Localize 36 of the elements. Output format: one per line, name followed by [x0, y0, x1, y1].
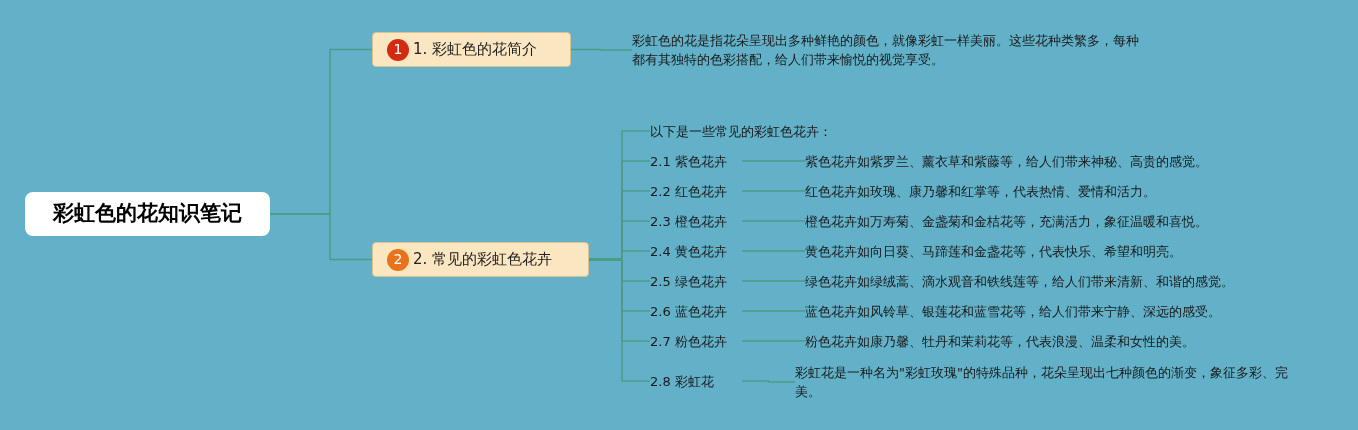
- connector-line: [570, 48, 633, 51]
- connector-line: [269, 213, 373, 261]
- connector-line: [741, 160, 806, 162]
- connector-line: [588, 258, 651, 382]
- connector-line: [741, 340, 806, 342]
- description-text: 蓝色花卉如风铃草、银莲花和蓝雪花等，给人们带来宁静、深远的感受。: [805, 300, 1325, 322]
- connector-line: [741, 380, 796, 383]
- topic-label: 2. 常见的彩虹色花卉: [413, 249, 553, 271]
- connector-line: [741, 310, 806, 312]
- description-text: 粉色花卉如康乃馨、牡丹和茉莉花等，代表浪漫、温柔和女性的美。: [805, 330, 1325, 352]
- subtopic-text: 2.1 紫色花卉: [650, 150, 742, 172]
- connector-line: [741, 220, 806, 222]
- root-topic-box: 彩虹色的花知识笔记: [25, 192, 270, 236]
- description-text: 绿色花卉如绿绒蒿、滴水观音和铁线莲等，给人们带来清新、和谐的感觉。: [805, 270, 1325, 292]
- number-badge: 2: [387, 248, 409, 271]
- topic-box: [372, 242, 589, 277]
- subtopic-text: 2.5 绿色花卉: [650, 270, 742, 292]
- subtopic-text: 2.2 红色花卉: [650, 180, 742, 202]
- topic-label: 1. 彩虹色的花简介: [413, 39, 538, 61]
- subtopic-text: 2.7 粉色花卉: [650, 330, 742, 352]
- description-text: 彩虹花是一种名为"彩虹玫瑰"的特殊品种，花朵呈现出七种颜色的渐变，象征多彩、完美。: [795, 362, 1295, 402]
- description-text: 紫色花卉如紫罗兰、薰衣草和紫藤等，给人们带来神秘、高贵的感觉。: [805, 150, 1325, 172]
- topic-box: [372, 32, 571, 67]
- subtopic-text: 2.6 蓝色花卉: [650, 300, 742, 322]
- connector-line: [741, 280, 806, 282]
- connector-line: [741, 250, 806, 252]
- subtopic-text: 2.8 彩虹花: [650, 370, 742, 392]
- description-text: 橙色花卉如万寿菊、金盏菊和金桔花等，充满活力，象征温暖和喜悦。: [805, 210, 1325, 232]
- connector-line: [741, 190, 806, 192]
- subtopic-text: 2.4 黄色花卉: [650, 240, 742, 262]
- description-text: 彩虹色的花是指花朵呈现出多种鲜艳的颜色，就像彩虹一样美丽。这些花种类繁多，每种都有其独特的色彩搭配，给人们带来愉悦的视觉享受。: [632, 30, 1142, 70]
- number-badge: 1: [387, 38, 409, 61]
- subtopic-text: 以下是一些常见的彩虹色花卉：: [650, 120, 880, 142]
- description-text: 黄色花卉如向日葵、马蹄莲和金盏花等，代表快乐、希望和明亮。: [805, 240, 1325, 262]
- description-text: 红色花卉如玫瑰、康乃馨和红掌等，代表热情、爱情和活力。: [805, 180, 1325, 202]
- subtopic-text: 2.3 橙色花卉: [650, 210, 742, 232]
